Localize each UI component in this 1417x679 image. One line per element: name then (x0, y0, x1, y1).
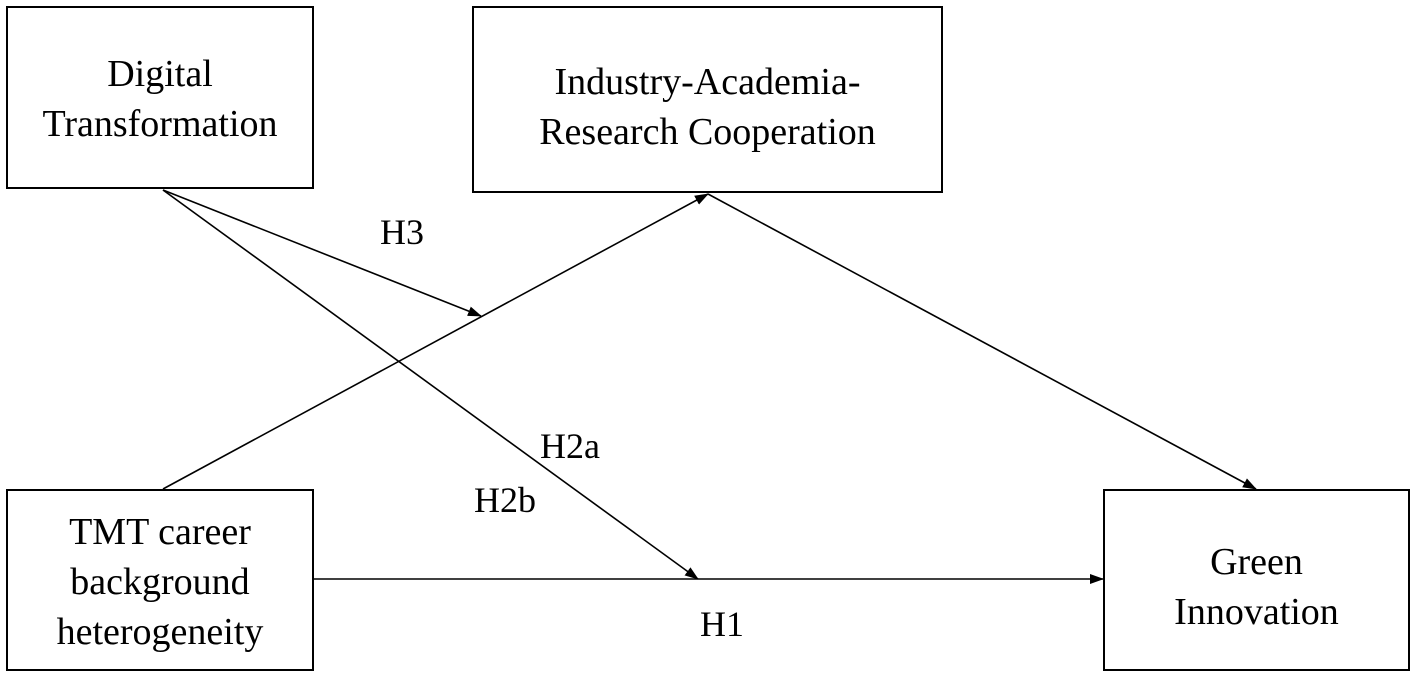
node-digital-transformation: Digital Transformation (6, 6, 314, 189)
node-green-innovation: Green Innovation (1103, 489, 1410, 671)
node-label-line: TMT career (69, 511, 251, 553)
edge-iarc-to-green-innovation (707, 193, 1257, 490)
node-label-line: Innovation (1174, 591, 1339, 633)
edge-dt-moderates-h3 (162, 189, 482, 317)
hypothesis-label-h2b: H2b (474, 480, 536, 520)
hypothesis-label-h3: H3 (380, 212, 424, 252)
node-industry-academia-research-cooperation: Industry-Academia- Research Cooperation (472, 6, 943, 193)
node-iarc-label: Industry-Academia- Research Cooperation (539, 57, 876, 157)
hypothesis-label-h1: H1 (700, 604, 744, 644)
node-label-line: Transformation (42, 102, 278, 145)
edge-dt-moderates-h1 (162, 189, 699, 580)
node-digital-transformation-label: Digital Transformation (42, 49, 277, 149)
edge-tmt-to-iarc (162, 193, 709, 490)
node-label-line: Research Cooperation (539, 110, 876, 153)
node-green-innovation-label: Green Innovation (1174, 537, 1339, 637)
node-label-line: Green (1210, 541, 1303, 583)
node-label-line: Industry-Academia- (554, 60, 861, 103)
hypothesis-label-h2a: H2a (540, 426, 600, 466)
node-label-line: Digital (107, 52, 213, 95)
node-tmt-career-background-heterogeneity: TMT career background heterogeneity (6, 489, 314, 671)
node-label-line: heterogeneity (56, 611, 264, 653)
node-tmt-label: TMT career background heterogeneity (57, 507, 264, 657)
node-label-line: background (70, 561, 250, 603)
